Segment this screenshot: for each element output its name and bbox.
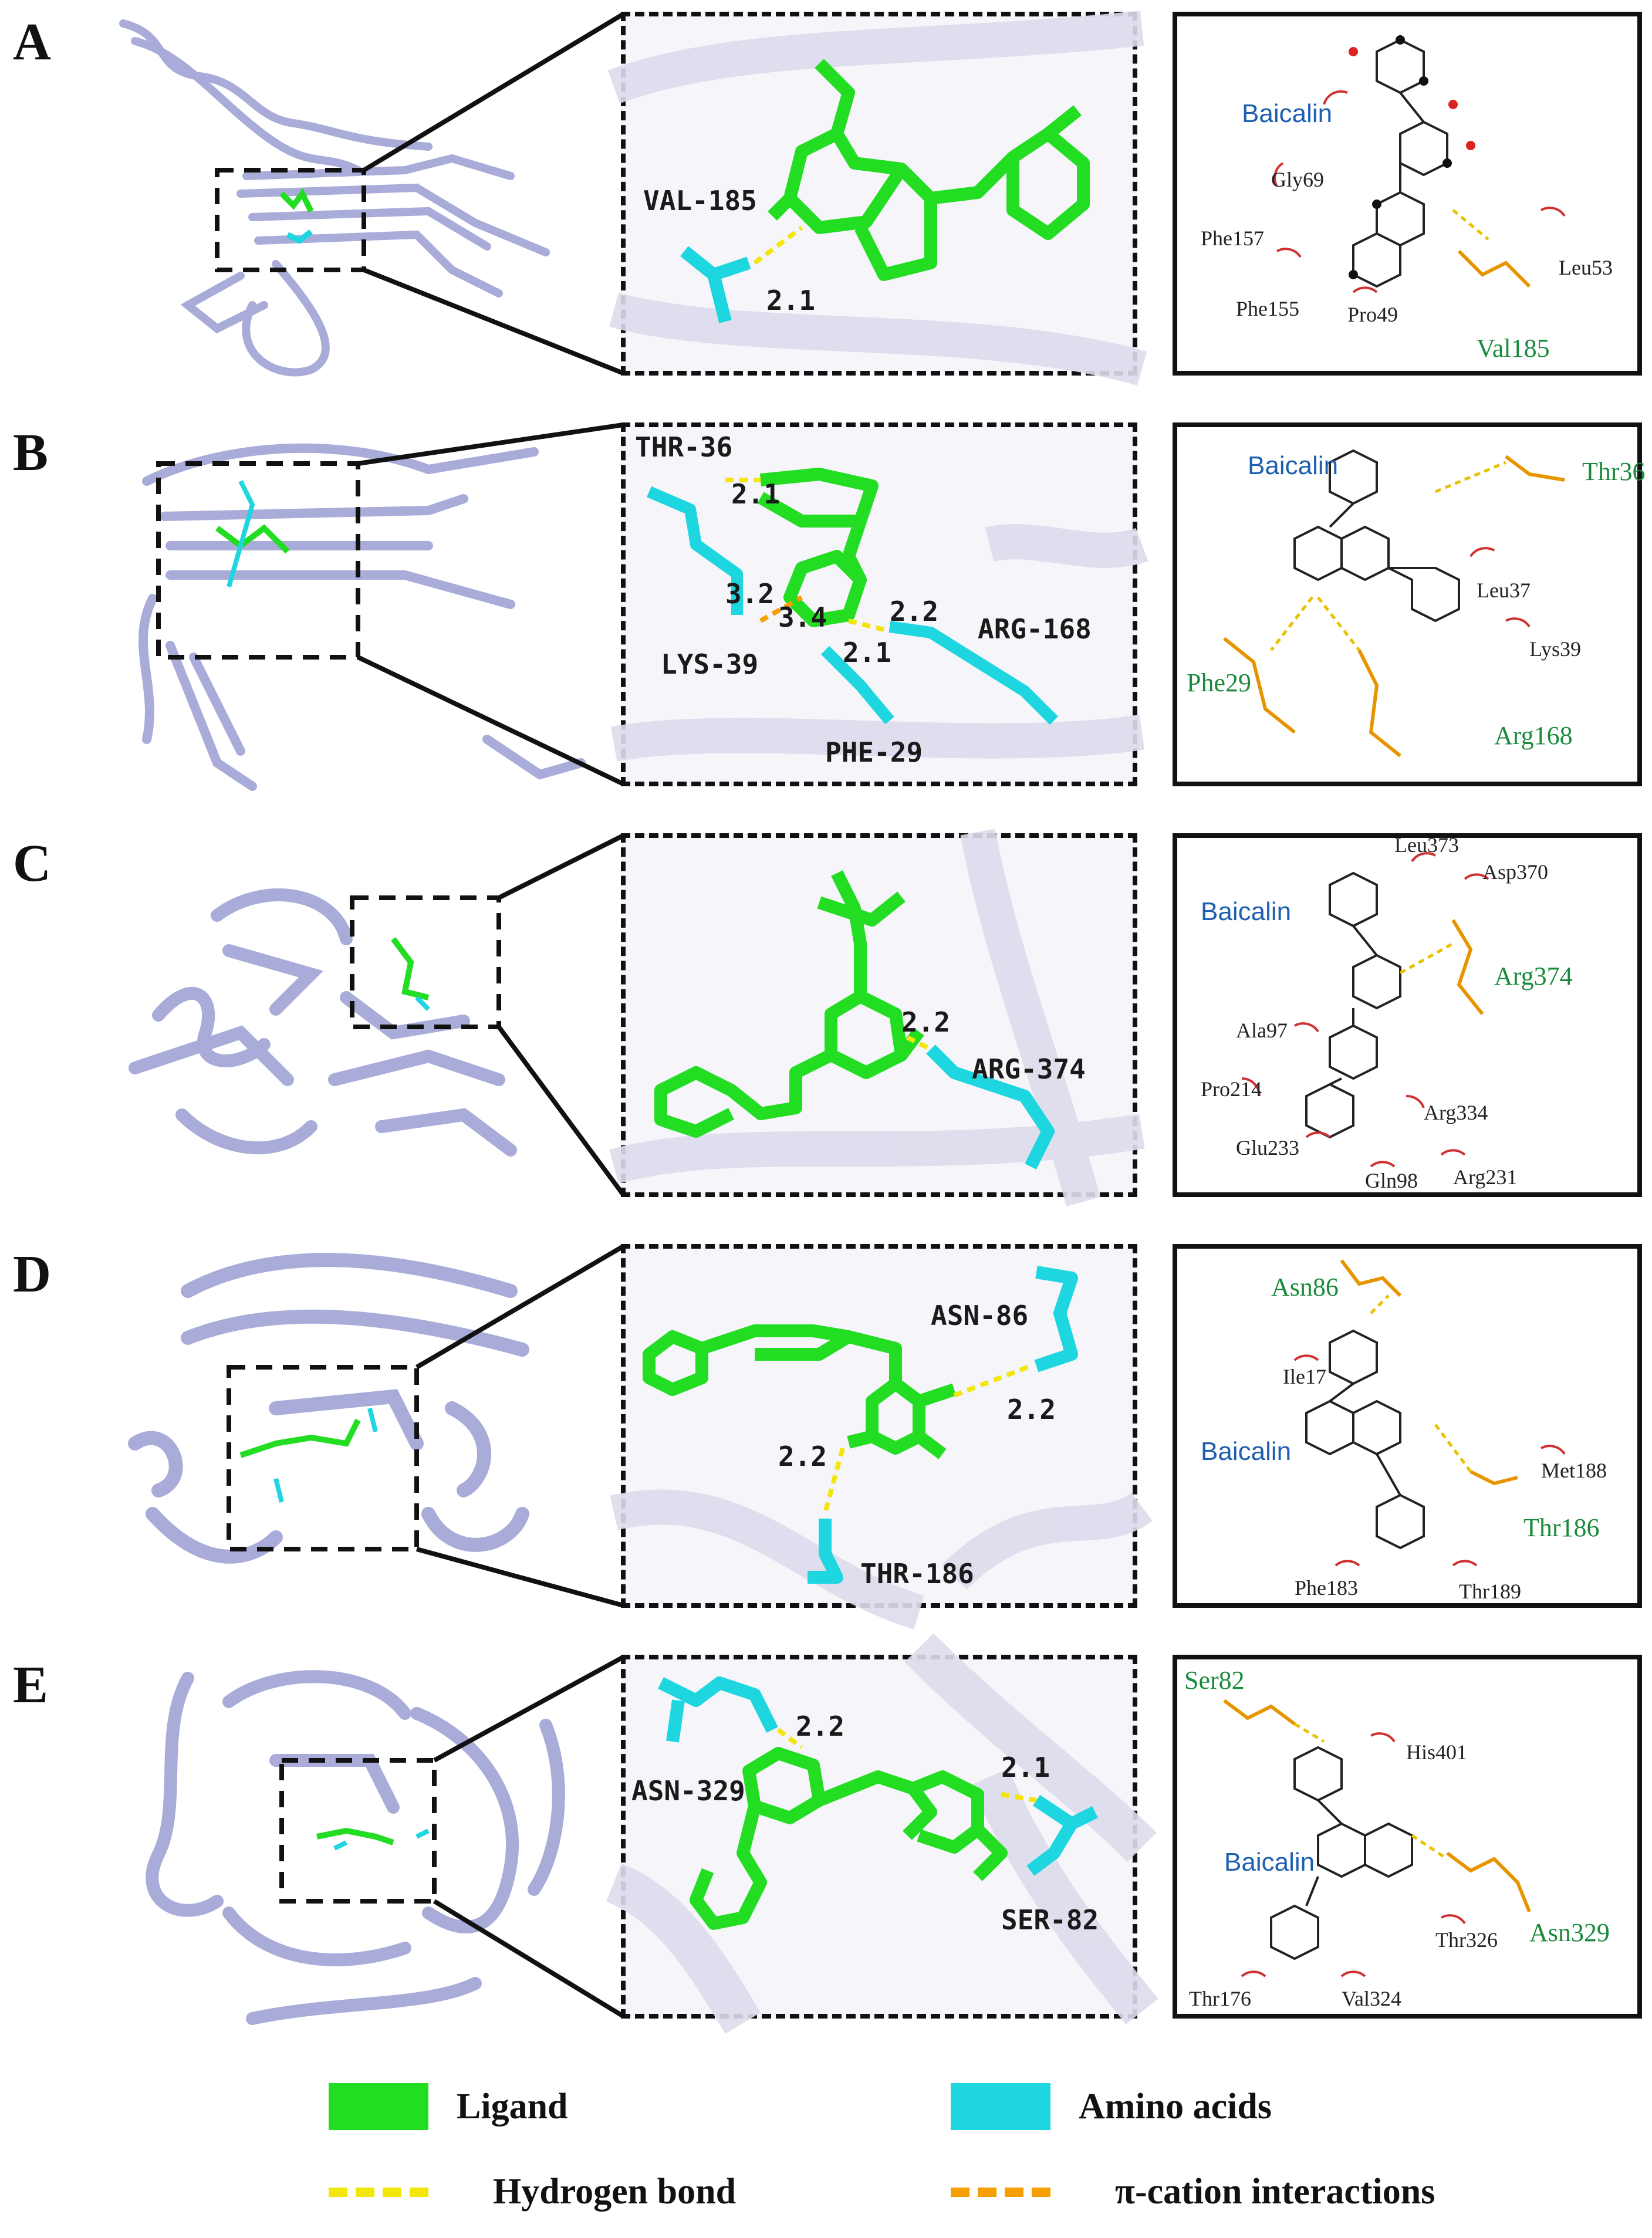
hydrophobic-residue: Leu53 <box>1559 256 1613 279</box>
hydrophobic-residue: Glu233 <box>1236 1136 1299 1159</box>
hydrophobic-residue: Leu373 <box>1394 833 1459 857</box>
legend-label: Ligand <box>457 2086 568 2127</box>
legend-label: Amino acids <box>1079 2086 1272 2127</box>
hbond-residue: Thr186 <box>1523 1513 1600 1542</box>
legend-amino-acids: Amino acids <box>951 2083 1272 2130</box>
amino-acid-swatch <box>951 2083 1050 2130</box>
ligplot-diagram: Ser82 His401 Baicalin Thr326 Asn329 Thr1… <box>1173 1655 1642 2019</box>
hydrophobic-residue: Gly69 <box>1271 168 1324 191</box>
panel-a: A <box>0 0 1652 399</box>
hydrophobic-residue: Thr326 <box>1435 1928 1498 1952</box>
hbond-residue: Arg374 <box>1494 962 1573 990</box>
panel-b: B <box>0 411 1652 810</box>
hydrophobic-residue: His401 <box>1406 1740 1467 1764</box>
distance-label: 2.2 <box>1007 1394 1056 1425</box>
zoom-view: 2.2 ASN-329 2.1 SER-82 <box>606 1633 1158 2034</box>
hbond-residue: Asn329 <box>1529 1918 1610 1947</box>
legend: Ligand Amino acids Hydrogen bond π-catio… <box>0 2054 1652 2238</box>
hydrophobic-residue: Val324 <box>1342 1987 1401 2010</box>
hydrophobic-residue: Asp370 <box>1482 860 1548 884</box>
hydrophobic-residue: Met188 <box>1541 1459 1607 1482</box>
zoom-view: THR-36 2.1 3.2 3.4 2.2 2.1 LYS-39 ARG-16… <box>610 422 1148 786</box>
distance-label: 2.1 <box>731 478 780 510</box>
distance-label: 3.4 <box>778 601 827 633</box>
ligand-name: Baicalin <box>1242 99 1332 128</box>
ligand-name: Baicalin <box>1224 1848 1315 1877</box>
residue-label: LYS-39 <box>661 648 758 680</box>
hydrophobic-residue: Pro214 <box>1201 1077 1262 1101</box>
hydrophobic-residue: Phe155 <box>1236 297 1299 320</box>
ligand-name: Baicalin <box>1201 897 1291 926</box>
distance-label: 2.2 <box>778 1441 827 1472</box>
legend-ligand: Ligand <box>329 2083 568 2130</box>
distance-label: 2.1 <box>1001 1752 1050 1783</box>
ligand-swatch <box>329 2083 428 2130</box>
legend-label: Hydrogen bond <box>493 2172 737 2212</box>
residue-label: ASN-329 <box>631 1775 745 1807</box>
ligand-name: Baicalin <box>1248 451 1338 480</box>
hydrophobic-residue: Gln98 <box>1365 1169 1418 1192</box>
legend-label: π-cation interactions <box>1115 2172 1435 2212</box>
hydrophobic-residue: Lys39 <box>1529 637 1581 661</box>
panel-letter: D <box>13 1245 51 1303</box>
residue-label: THR-186 <box>860 1558 974 1590</box>
ligplot-diagram: Baicalin Gly69 Phe157 Phe155 Pro49 Leu53… <box>1173 12 1642 376</box>
hbond-residue: Thr36 <box>1582 457 1646 486</box>
panel-d: D <box>0 1232 1652 1631</box>
ligplot-diagram: Leu373 Asp370 Baicalin Arg374 Ala97 Pro2… <box>1173 833 1642 1197</box>
hydrogen-bond-swatch <box>329 2187 428 2197</box>
hydrophobic-residue: Ala97 <box>1236 1019 1288 1042</box>
panel-e: E <box>0 1633 1652 2042</box>
legend-pi-cation: π-cation interactions <box>951 2171 1435 2213</box>
protein-structure <box>100 1643 604 2030</box>
panel-letter: C <box>13 834 51 893</box>
protein-structure <box>100 0 604 387</box>
hydrophobic-residue: Arg334 <box>1424 1101 1488 1124</box>
panel-c: C <box>0 821 1652 1221</box>
residue-label: THR-36 <box>635 431 732 463</box>
ligplot-diagram: Asn86 Ile17 Baicalin Met188 Thr186 Phe18… <box>1173 1244 1642 1608</box>
panel-letter: E <box>13 1656 49 1714</box>
residue-label: ARG-168 <box>978 613 1092 645</box>
protein-structure <box>100 1232 604 1620</box>
hydrophobic-residue: Phe183 <box>1295 1576 1358 1600</box>
hbond-residue: Val185 <box>1477 334 1550 363</box>
distance-label: 2.1 <box>843 637 891 668</box>
panel-letter: A <box>13 13 51 71</box>
ligplot-diagram: Baicalin Thr36 Leu37 Lys39 Phe29 Arg168 <box>1173 422 1646 786</box>
residue-label: VAL-185 <box>643 185 757 217</box>
pi-cation-swatch <box>951 2187 1050 2197</box>
hbond-residue: Asn86 <box>1271 1273 1339 1301</box>
hbond-residue: Ser82 <box>1184 1666 1245 1695</box>
legend-hydrogen-bond: Hydrogen bond <box>329 2171 736 2213</box>
ligand-name: Baicalin <box>1201 1437 1291 1466</box>
distance-label: 3.2 <box>725 578 774 610</box>
distance-label: 2.2 <box>901 1006 950 1038</box>
residue-label: ARG-374 <box>972 1053 1086 1085</box>
distance-label: 2.1 <box>766 285 815 316</box>
hbond-residue: Arg168 <box>1494 721 1573 750</box>
zoom-view: ASN-86 2.2 2.2 THR-186 <box>610 1244 1153 1630</box>
distance-label: 2.2 <box>796 1710 844 1742</box>
hydrophobic-residue: Phe157 <box>1201 226 1264 250</box>
zoom-view: 2.2 ARG-374 <box>609 829 1145 1206</box>
hydrophobic-residue: Thr189 <box>1459 1580 1521 1603</box>
hydrophobic-residue: Thr176 <box>1189 1987 1251 2010</box>
hydrophobic-residue: Pro49 <box>1347 303 1398 326</box>
zoom-view: VAL-185 2.1 <box>607 11 1147 386</box>
hbond-residue: Phe29 <box>1187 668 1251 697</box>
protein-structure <box>100 821 604 1209</box>
distance-label: 2.2 <box>890 596 938 627</box>
protein-structure <box>100 411 604 798</box>
panel-letter: B <box>13 424 49 482</box>
hydrophobic-residue: Arg231 <box>1453 1165 1517 1189</box>
residue-label: PHE-29 <box>825 736 923 768</box>
residue-label: SER-82 <box>1001 1904 1099 1936</box>
hydrophobic-residue: Ile17 <box>1283 1365 1326 1388</box>
hydrophobic-residue: Leu37 <box>1477 579 1531 602</box>
residue-label: ASN-86 <box>931 1300 1028 1331</box>
